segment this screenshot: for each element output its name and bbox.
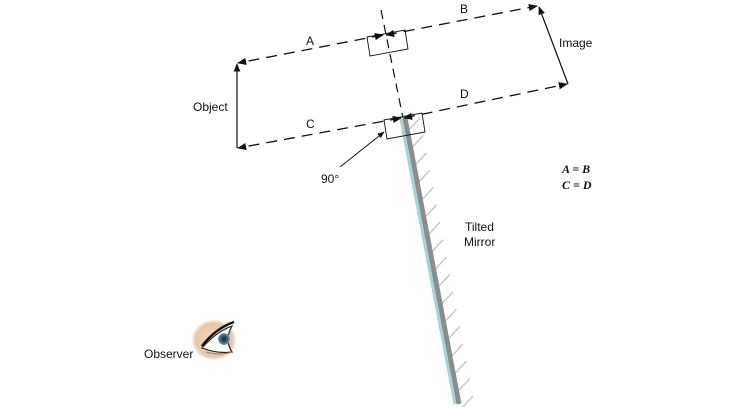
ray-b-label: B bbox=[460, 2, 468, 16]
mirror-back bbox=[402, 117, 462, 405]
ray-a-label: A bbox=[306, 34, 314, 48]
image-label: Image bbox=[559, 36, 593, 50]
angle-label: 90° bbox=[321, 172, 339, 186]
image-arrow bbox=[538, 6, 569, 85]
angle-pointer bbox=[339, 131, 385, 168]
ray-b bbox=[385, 3, 538, 38]
mirror-label-line1: Tilted bbox=[465, 220, 494, 234]
hatch-mark bbox=[462, 395, 474, 407]
ray-c bbox=[237, 115, 402, 151]
eye-icon bbox=[192, 320, 236, 360]
mirror-label-line2: Mirror bbox=[464, 235, 495, 249]
ray-c-label: C bbox=[306, 117, 315, 131]
object-label: Object bbox=[193, 100, 228, 114]
ray-d-label: D bbox=[460, 87, 469, 101]
observer-label: Observer bbox=[144, 347, 193, 361]
mirror-normal-extension bbox=[380, 9, 404, 119]
right-angle-box-bottom bbox=[383, 112, 426, 140]
mirror-glass bbox=[399, 118, 457, 405]
equation-c-d: C = D bbox=[562, 178, 592, 192]
ray-a bbox=[237, 32, 384, 66]
mirror-hatching bbox=[406, 117, 474, 407]
right-angle-box-top bbox=[366, 29, 409, 57]
ray-d bbox=[403, 82, 568, 120]
equation-a-b: A = B bbox=[561, 162, 590, 176]
